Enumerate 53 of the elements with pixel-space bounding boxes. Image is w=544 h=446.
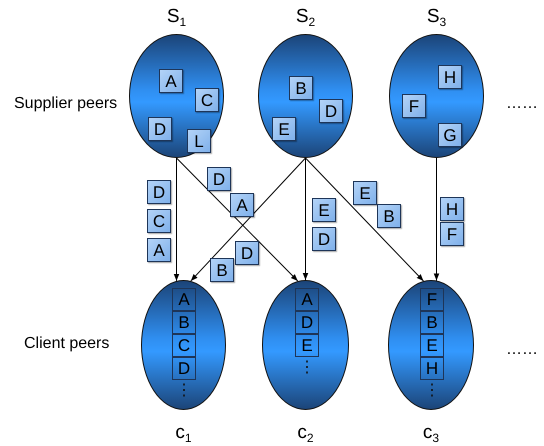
stacked-data-block: E — [295, 334, 319, 357]
stacked-data-block: A — [172, 288, 196, 311]
stacked-data-block: A — [295, 288, 319, 311]
data-block: L — [187, 129, 211, 153]
data-block: D — [147, 180, 171, 204]
data-block: D — [235, 241, 259, 265]
data-block: E — [272, 117, 296, 141]
data-block: D — [148, 117, 172, 141]
data-block: B — [377, 204, 401, 228]
data-block: F — [440, 222, 464, 246]
stacked-data-block: C — [172, 334, 196, 357]
data-block: B — [210, 258, 234, 282]
peer-name: c$_{2}$ — [297, 423, 314, 442]
arrow — [305, 158, 424, 282]
stacked-data-block: D — [172, 357, 196, 380]
stacked-data-block: B — [420, 311, 444, 334]
peer-name: S$_{2}$ — [296, 7, 316, 26]
continuation-dots: …… — [506, 94, 538, 114]
data-block: H — [440, 197, 464, 221]
continuation-dots: ⋮ — [423, 383, 441, 399]
arrow — [302, 158, 308, 280]
arrow — [434, 158, 440, 282]
row-label: Client peers — [24, 334, 110, 354]
data-block: C — [195, 88, 219, 112]
row-label: Supplier peers — [14, 94, 118, 114]
data-block: A — [147, 238, 171, 262]
stacked-data-block: F — [420, 288, 444, 311]
data-block: E — [353, 181, 377, 205]
peer-name: c$_{1}$ — [175, 423, 192, 442]
stacked-data-block: E — [420, 334, 444, 357]
continuation-dots: ⋮ — [298, 360, 316, 376]
data-block: D — [312, 227, 336, 251]
peer-name: S$_{3}$ — [426, 7, 446, 26]
data-block: H — [438, 65, 462, 89]
peer-name: c$_{3}$ — [422, 423, 440, 442]
stacked-data-block: H — [420, 357, 444, 380]
data-block: A — [159, 69, 183, 93]
arrow — [174, 158, 180, 282]
data-block: E — [312, 198, 336, 222]
data-block: D — [207, 167, 231, 191]
stacked-data-block: B — [172, 311, 196, 334]
data-block: F — [402, 94, 426, 118]
arrow — [190, 158, 306, 282]
stacked-data-block: D — [295, 311, 319, 334]
data-block: B — [289, 76, 313, 100]
continuation-dots: ⋮ — [175, 383, 193, 399]
data-block: D — [319, 99, 343, 123]
peer-name: S$_{1}$ — [166, 7, 186, 26]
continuation-dots: …… — [506, 340, 538, 360]
data-block: G — [438, 123, 462, 147]
data-block: A — [230, 193, 254, 217]
data-block: C — [147, 209, 171, 233]
arrow — [176, 158, 298, 282]
